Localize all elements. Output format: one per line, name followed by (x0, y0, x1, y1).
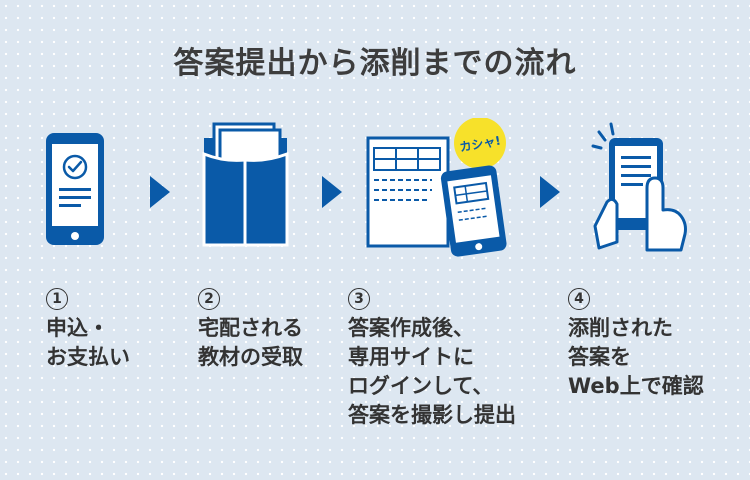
step-text-line: ログインして、 (348, 374, 494, 398)
step-number-badge: 3 (348, 288, 370, 310)
arrow-right-icon (322, 176, 342, 208)
step-text-line: お支払い (46, 345, 130, 369)
step-text-line: 添削された (568, 316, 673, 340)
step-3-caption: 3 答案作成後、 専用サイトに ログインして、 答案を撮影し提出 (348, 282, 516, 430)
step-text-line: 申込・ (46, 316, 109, 340)
phone-review-icon (591, 122, 687, 252)
step-text-line: 専用サイトに (348, 345, 474, 369)
page-title: 答案提出から添削までの流れ (173, 46, 577, 81)
step-text-line: 答案を撮影し提出 (348, 403, 516, 427)
step-text-line: Web上で確認 (568, 374, 704, 398)
step-text-line: 教材の受取 (198, 345, 303, 369)
step-text-line: 宅配される (198, 316, 303, 340)
step-text-line: 答案を (568, 345, 631, 369)
folder-materials-icon (202, 122, 289, 247)
step-4-caption: 4 添削された 答案を Web上で確認 (568, 282, 704, 401)
step-1-caption: 1 申込・ お支払い (46, 282, 130, 372)
step-2-caption: 2 宅配される 教材の受取 (198, 282, 303, 372)
step-text-line: 答案作成後、 (348, 316, 474, 340)
step-number-badge: 4 (568, 288, 590, 310)
arrow-right-icon (150, 176, 170, 208)
arrow-right-icon (540, 176, 560, 208)
step-number-badge: 2 (198, 288, 220, 310)
answer-sheet-photo-icon: カシャ! (366, 118, 507, 257)
smartphone-check-icon (46, 133, 104, 245)
step-number-badge: 1 (46, 288, 68, 310)
